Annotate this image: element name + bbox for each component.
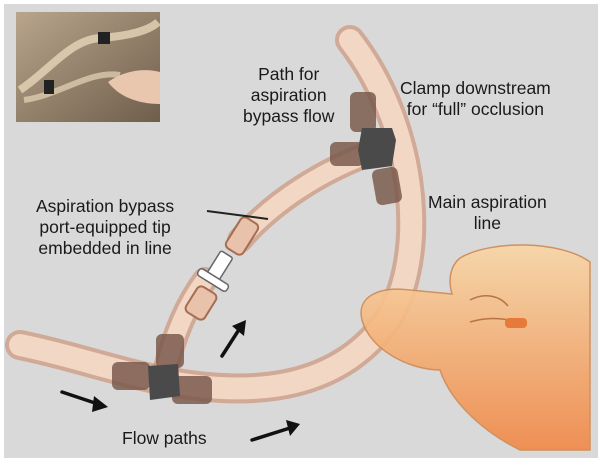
main-line-line-1: Main aspiration [428, 192, 547, 213]
bypass-path-line-2: aspiration [243, 85, 334, 106]
tip-label: Aspiration bypass port-equipped tip embe… [36, 196, 174, 259]
clamp-line-2: for “full” occlusion [400, 99, 551, 120]
tip-line-2: port-equipped tip [36, 217, 174, 238]
bypass-path-line-3: bypass flow [243, 106, 334, 127]
main-line-label: Main aspiration line [428, 192, 547, 234]
main-line-line-2: line [428, 213, 547, 234]
tip-line-3: embedded in line [36, 238, 174, 259]
clamp-line-1: Clamp downstream [400, 78, 551, 99]
bypass-path-label: Path for aspiration bypass flow [243, 64, 334, 127]
bypass-path-line-1: Path for [243, 64, 334, 85]
clamp-label: Clamp downstream for “full” occlusion [400, 78, 551, 120]
inset-photo [16, 12, 160, 122]
tip-line-1: Aspiration bypass [36, 196, 174, 217]
flow-paths-label: Flow paths [122, 428, 207, 449]
